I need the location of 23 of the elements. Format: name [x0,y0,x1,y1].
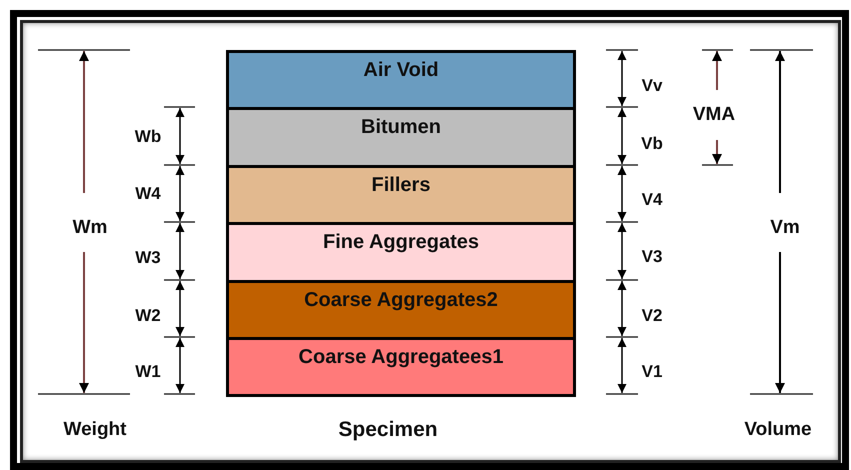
dimension-symbol: V4 [642,190,662,210]
axis-caption: Volume [744,419,812,441]
layer-block: Coarse Aggregates2 [226,280,576,340]
dimension-symbol: Vv [642,76,662,96]
dimension-symbol: V2 [642,306,662,326]
dimension-symbol: V1 [642,362,662,382]
axis-caption: Weight [64,419,126,441]
dimension-symbol: W4 [135,184,161,204]
dimension-symbol: Vm [770,217,800,239]
layer-block: Air Void [226,50,576,110]
dimension-symbol: Wm [72,217,108,239]
dimension-symbol: Wb [134,127,162,147]
dimension-symbol: Vb [641,134,663,154]
axis-caption: Specimen [338,418,438,442]
layer-block: Coarse Aggregatees1 [226,337,576,397]
dimension-symbol: W2 [135,306,161,326]
layer-block: Fine Aggregates [226,222,576,283]
layer-block: Bitumen [226,107,576,168]
dimension-symbol: W3 [135,248,161,268]
layer-block: Fillers [226,165,576,225]
dimension-symbol: W1 [135,362,161,382]
dimension-symbol: V3 [642,247,662,267]
dimension-symbol: VMA [692,104,736,126]
